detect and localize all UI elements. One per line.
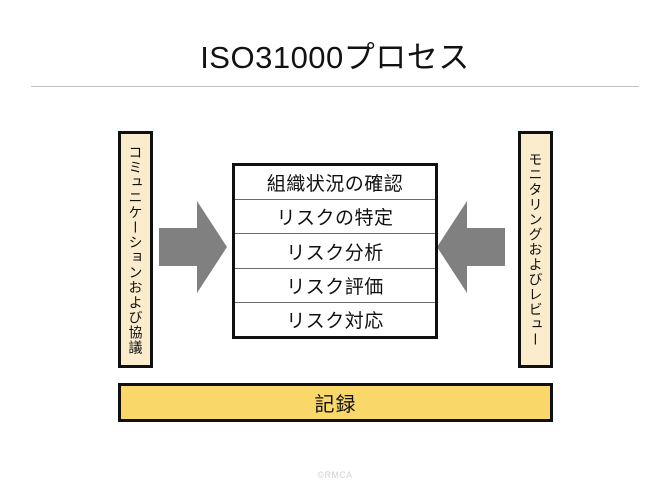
record-bar: 記録 — [118, 383, 553, 422]
panel-communication-and-consultation: コミュニケーションおよび協議 — [118, 131, 153, 368]
right-pointing-arrow-icon — [159, 201, 227, 293]
process-step-label: リスクの特定 — [276, 208, 394, 230]
process-step-label: リスク対応 — [286, 310, 384, 332]
process-step-item: リスクの特定 — [235, 200, 435, 235]
panel-monitoring-label: モニタリングおよびレビュー — [527, 152, 544, 347]
process-step-label: 組織状況の確認 — [266, 174, 404, 196]
record-bar-label: 記録 — [314, 394, 357, 416]
process-step-item: リスク対応 — [235, 303, 435, 336]
panel-communication-label: コミュニケーションおよび協議 — [127, 144, 144, 355]
left-pointing-arrow-icon — [437, 201, 505, 293]
process-step-item: リスク分析 — [235, 234, 435, 269]
panel-monitoring-and-review: モニタリングおよびレビュー — [518, 131, 553, 368]
page-title: ISO31000プロセス — [200, 40, 470, 75]
process-step-list: 組織状況の確認 リスクの特定 リスク分析 リスク評価 リスク対応 — [232, 163, 438, 339]
process-step-label: リスク評価 — [286, 276, 384, 298]
process-step-item: リスク評価 — [235, 269, 435, 303]
process-step-label: リスク分析 — [286, 242, 384, 264]
footer-copyright: ©RMCA — [317, 470, 353, 480]
process-step-item: 組織状況の確認 — [235, 166, 435, 201]
title-divider — [31, 86, 639, 87]
